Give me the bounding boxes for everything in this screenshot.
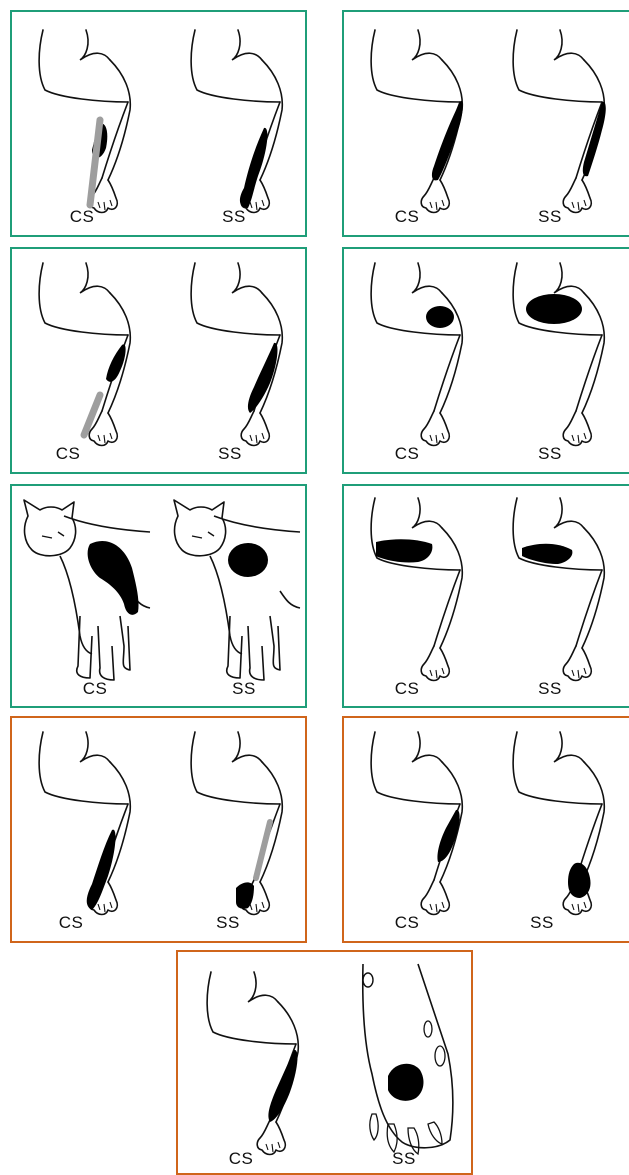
label-ss: SS xyxy=(530,914,554,931)
leg-drawing-cs xyxy=(371,263,462,446)
leg-drawing-ss xyxy=(191,732,282,915)
label-cs: CS xyxy=(395,914,420,931)
label-cs: CS xyxy=(395,208,420,225)
panel-3-drawing xyxy=(12,249,305,472)
leg-drawing-cs xyxy=(371,732,462,915)
leg-drawing-ss xyxy=(513,498,604,681)
panel-5: CS SS xyxy=(10,484,307,708)
panel-8-drawing xyxy=(344,718,629,941)
panel-7-drawing xyxy=(12,718,305,941)
paw-drawing-ss xyxy=(363,964,453,1154)
panel-1-drawing xyxy=(12,12,305,235)
panel-9: CS SS xyxy=(176,950,473,1175)
label-ss: SS xyxy=(222,208,246,225)
label-ss: SS xyxy=(232,680,256,697)
label-cs: CS xyxy=(59,914,84,931)
label-cs: CS xyxy=(229,1150,254,1167)
label-ss: SS xyxy=(218,445,242,462)
leg-drawing-cs xyxy=(207,972,298,1155)
label-ss: SS xyxy=(538,680,562,697)
leg-drawing-ss xyxy=(513,263,604,446)
label-cs: CS xyxy=(395,680,420,697)
leg-drawing-cs xyxy=(39,263,130,446)
panel-4-drawing xyxy=(344,249,629,472)
panel-9-drawing xyxy=(178,952,471,1173)
leg-drawing-ss xyxy=(191,30,282,213)
label-cs: CS xyxy=(70,208,95,225)
label-cs: CS xyxy=(56,445,81,462)
leg-drawing-cs xyxy=(39,732,130,915)
label-ss: SS xyxy=(392,1150,416,1167)
leg-drawing-ss xyxy=(513,30,606,213)
panel-7: CS SS xyxy=(10,716,307,943)
cat-drawing-cs xyxy=(24,500,150,680)
leg-drawing-cs xyxy=(371,30,463,213)
label-ss: SS xyxy=(538,445,562,462)
panel-3: CS SS xyxy=(10,247,307,474)
panel-2-drawing xyxy=(344,12,629,235)
panel-2: CS SS xyxy=(342,10,629,237)
leg-drawing-cs xyxy=(371,498,462,681)
leg-drawing-ss xyxy=(513,732,604,915)
leg-drawing-ss xyxy=(191,263,282,446)
panel-5-drawing xyxy=(12,486,305,706)
panel-4: CS SS xyxy=(342,247,629,474)
panel-6: CS SS xyxy=(342,484,629,708)
label-cs: CS xyxy=(395,445,420,462)
label-cs: CS xyxy=(83,680,108,697)
cat-drawing-ss xyxy=(174,500,300,680)
panel-6-drawing xyxy=(344,486,629,706)
panel-8: CS SS xyxy=(342,716,629,943)
label-ss: SS xyxy=(216,914,240,931)
label-ss: SS xyxy=(538,208,562,225)
panel-1: CS SS xyxy=(10,10,307,237)
leg-drawing-cs xyxy=(39,30,130,213)
